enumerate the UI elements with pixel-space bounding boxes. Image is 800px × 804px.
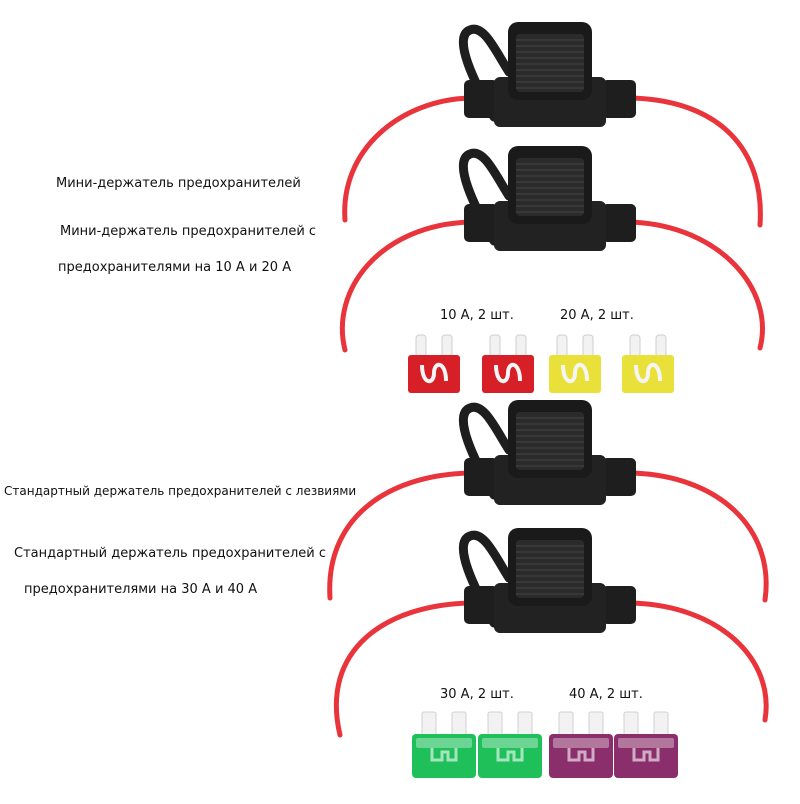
fuse-20a-2 — [620, 333, 676, 395]
fuse-40a-label: 40 А, 2 шт. — [569, 687, 643, 702]
mini-holder-caption: Мини-держатель предохранителей — [56, 176, 301, 191]
fuse-20a-label: 20 А, 2 шт. — [560, 308, 634, 323]
standard-fuse-holder-1 — [463, 400, 636, 505]
fuse-20a-1 — [547, 333, 603, 395]
wire-3 — [327, 470, 769, 603]
fuse-10a-label: 10 А, 2 шт. — [440, 308, 514, 323]
fuse-30a-2 — [476, 710, 544, 780]
standard-kit-caption-line2: предохранителями на 30 А и 40 А — [24, 582, 258, 597]
fuse-30a-1 — [410, 710, 478, 780]
fuse-10a-1 — [406, 333, 462, 395]
fuse-30a-label: 30 А, 2 шт. — [440, 687, 514, 702]
mini-fuse-holder-2 — [463, 146, 636, 251]
mini-kit-caption-line2: предохранителями на 10 А и 20 А — [58, 260, 292, 275]
fuse-40a-1 — [547, 710, 615, 780]
wire-1 — [342, 95, 763, 228]
standard-kit-caption-line1: Стандартный держатель предохранителей с — [14, 546, 326, 561]
mini-fuse-holder-1 — [463, 22, 636, 127]
wire-4 — [333, 600, 769, 738]
standard-holder-caption: Стандартный держатель предохранителей с … — [4, 484, 357, 498]
standard-fuse-holder-2 — [463, 528, 636, 633]
wire-2 — [339, 219, 765, 353]
fuse-10a-2 — [480, 333, 536, 395]
fuse-40a-2 — [612, 710, 680, 780]
mini-kit-caption-line1: Мини-держатель предохранителей с — [60, 224, 317, 239]
